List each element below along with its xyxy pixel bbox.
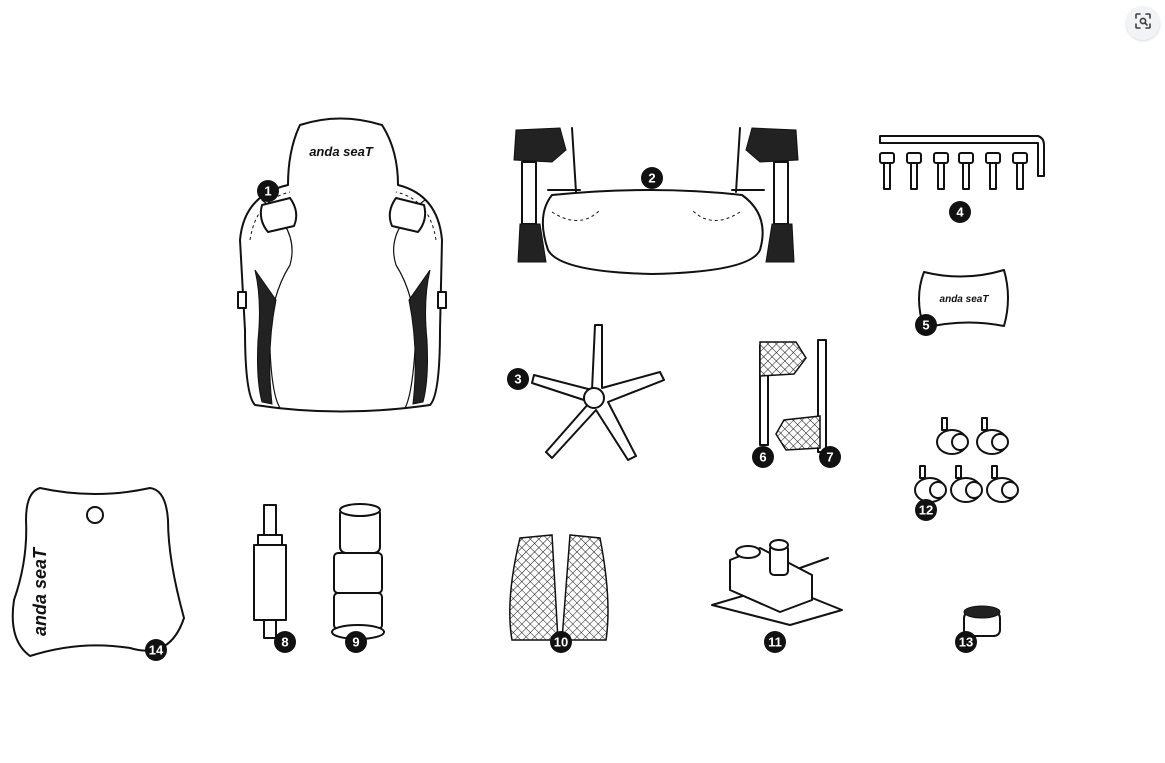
backrest-part: anda seaT	[237, 117, 447, 413]
gas-lift-part	[253, 504, 287, 639]
callout-2: 2	[641, 167, 663, 189]
callout-14: 14	[145, 639, 167, 661]
callout-8: 8	[274, 631, 296, 653]
foot-cap-part	[963, 605, 1001, 637]
callout-1: 1	[257, 180, 279, 202]
casters-part	[914, 417, 1019, 503]
callout-11: 11	[764, 631, 786, 653]
svg-text:10: 10	[554, 635, 568, 650]
scan-button[interactable]	[1126, 6, 1160, 40]
backrest-brand-text: anda seaT	[309, 144, 374, 159]
callout-7: 7	[819, 446, 841, 468]
svg-text:9: 9	[352, 635, 359, 650]
svg-text:6: 6	[759, 450, 766, 465]
callout-3: 3	[507, 368, 529, 390]
svg-text:1: 1	[264, 184, 271, 199]
side-covers-part	[759, 339, 827, 453]
svg-text:2: 2	[648, 171, 655, 186]
callout-4: 4	[949, 201, 971, 223]
lumbar-brand-text: anda seaT	[30, 546, 50, 636]
hardware-part	[879, 135, 1045, 190]
svg-text:4: 4	[956, 205, 964, 220]
svg-text:7: 7	[826, 450, 833, 465]
lumbar-pillow-part: anda seaT	[11, 487, 185, 657]
seat-part	[513, 127, 799, 275]
svg-text:12: 12	[919, 503, 933, 518]
callout-12: 12	[915, 499, 937, 521]
gas-lift-cover-part	[331, 503, 385, 640]
callout-13: 13	[955, 631, 977, 653]
svg-text:5: 5	[922, 318, 929, 333]
scan-icon	[1133, 11, 1153, 36]
svg-text:3: 3	[514, 372, 521, 387]
svg-text:11: 11	[768, 635, 782, 650]
armrest-pads-part	[509, 534, 609, 641]
callout-5: 5	[915, 314, 937, 336]
svg-text:14: 14	[149, 643, 164, 658]
callout-6: 6	[752, 446, 774, 468]
svg-text:13: 13	[959, 635, 973, 650]
callout-10: 10	[550, 631, 572, 653]
callout-9: 9	[345, 631, 367, 653]
wheelbase-part	[531, 324, 665, 461]
svg-text:8: 8	[281, 635, 288, 650]
head-pillow-brand-text: anda seaT	[940, 294, 990, 305]
tilt-mechanism-part	[711, 539, 843, 626]
